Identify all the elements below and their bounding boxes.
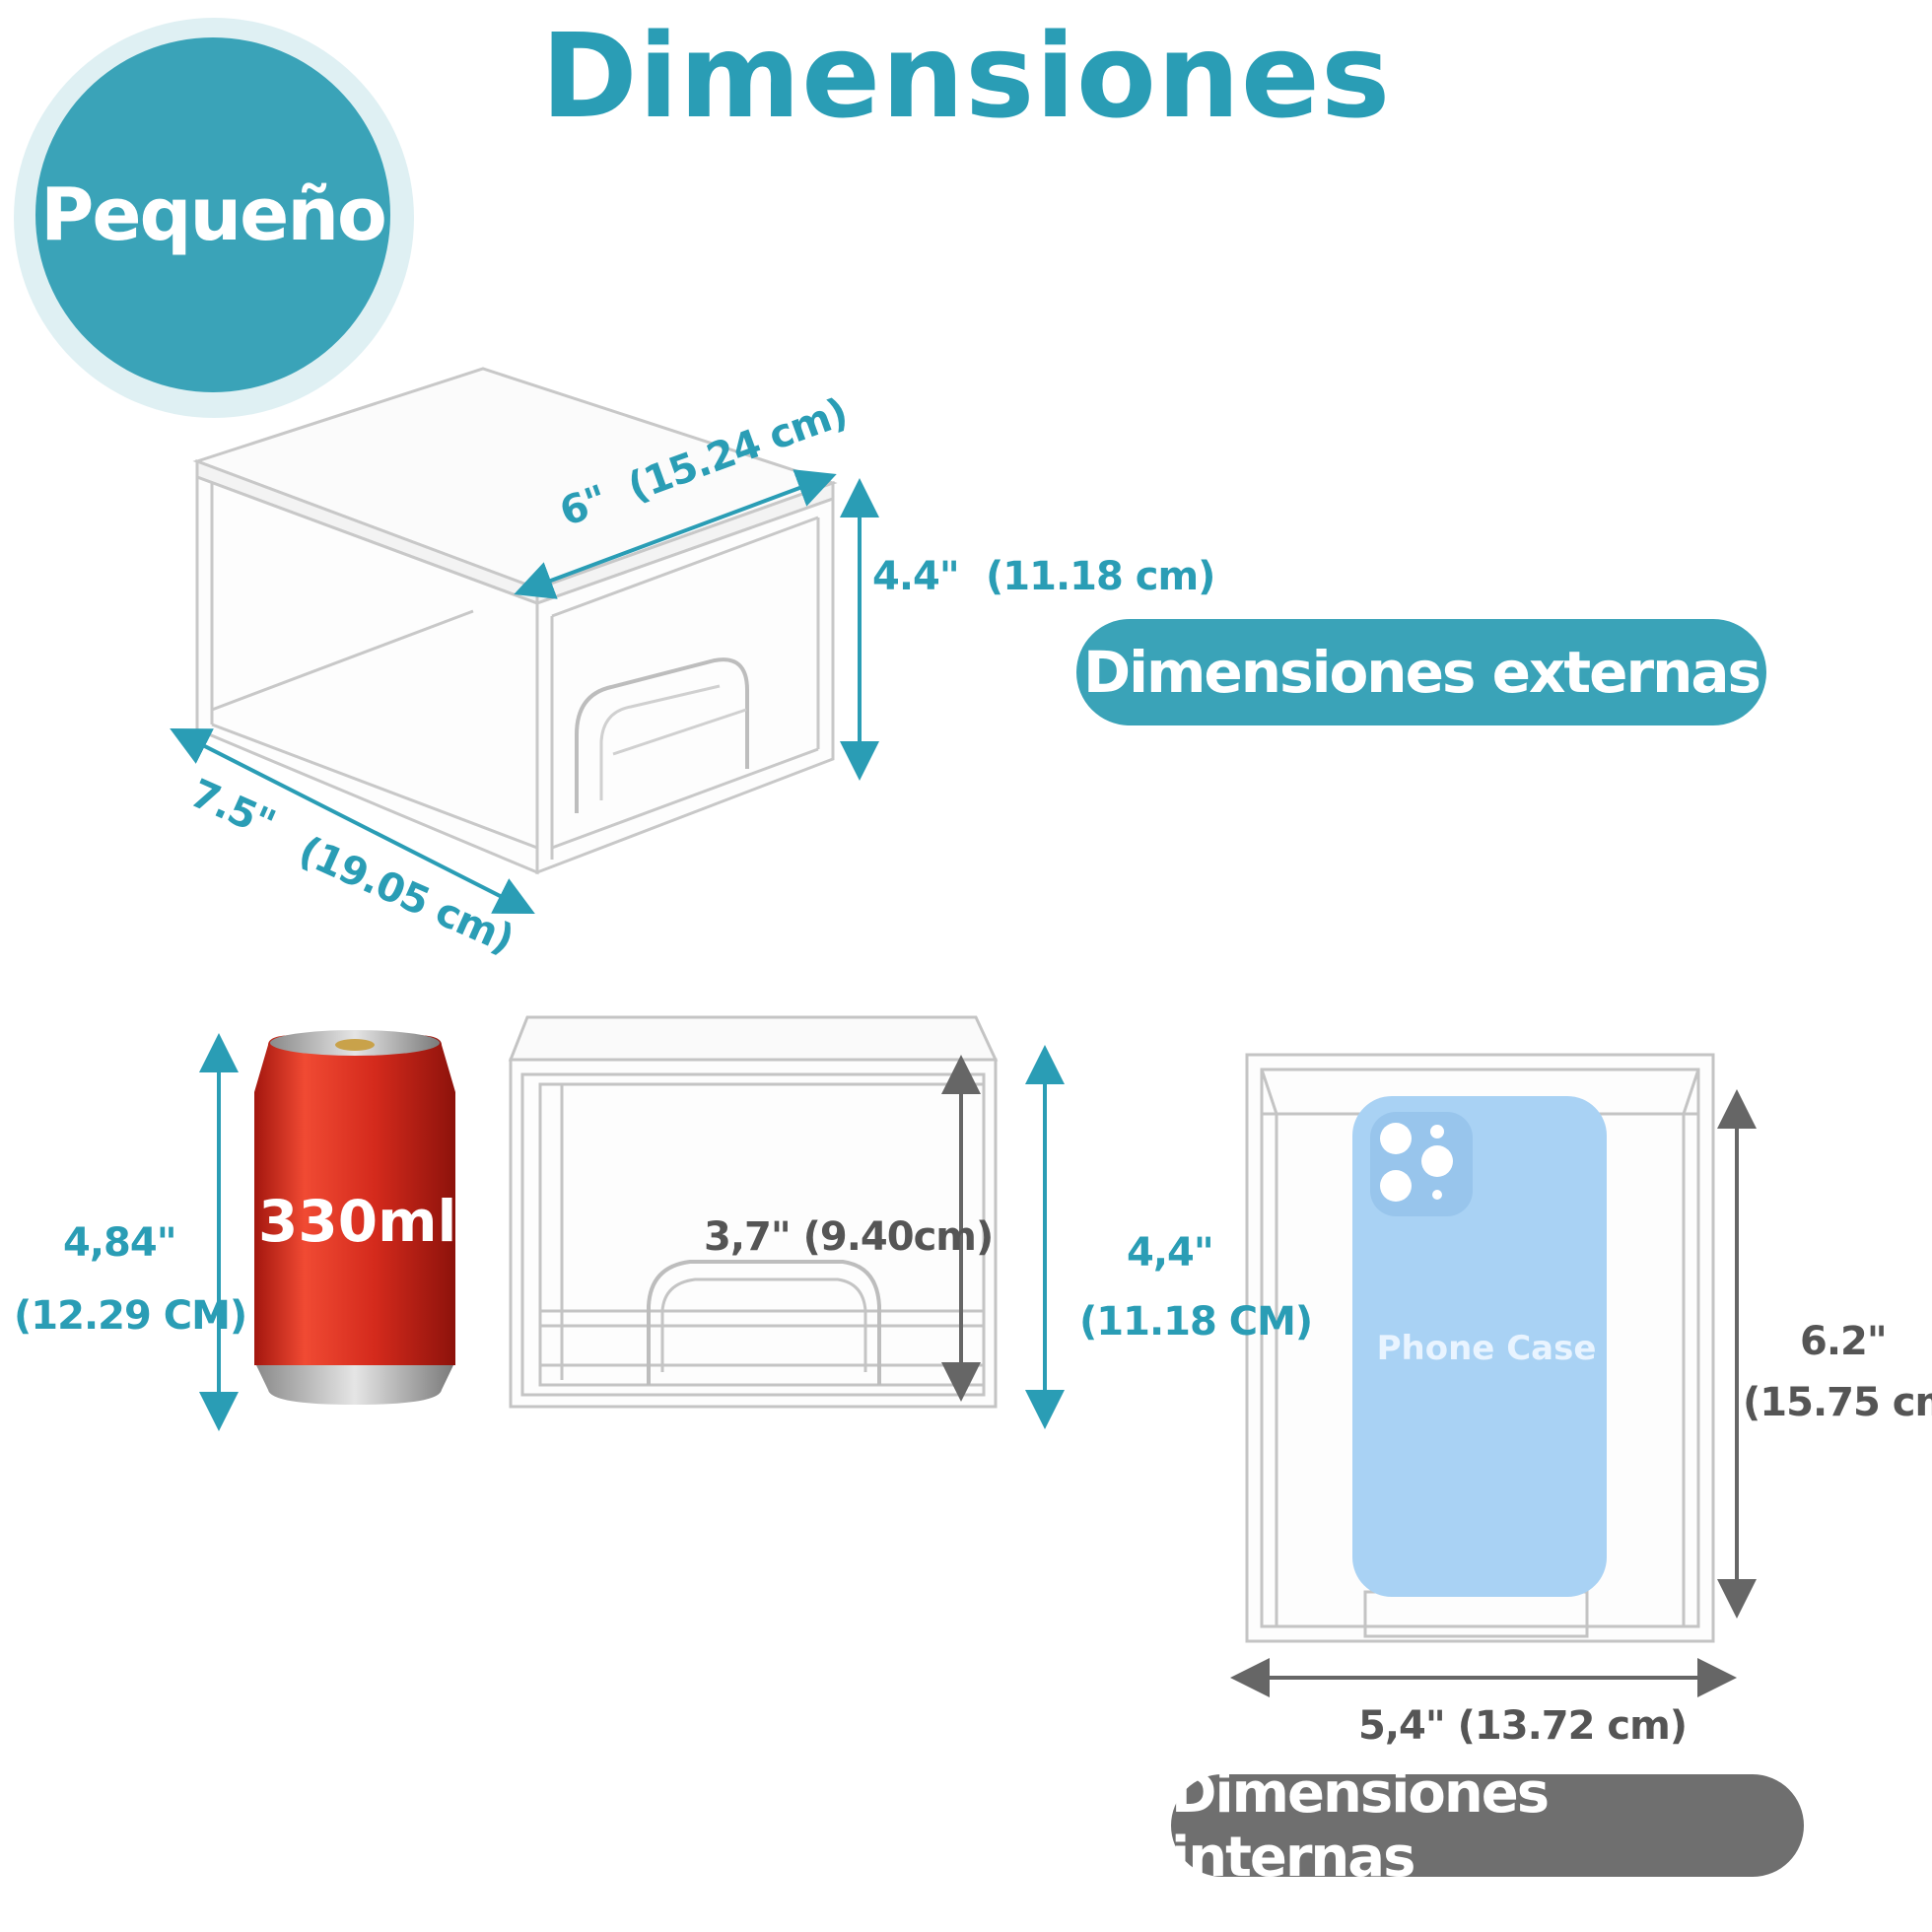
front-box-illustration — [508, 1015, 999, 1409]
soda-can-illustration — [254, 1030, 455, 1405]
width-arrow — [170, 727, 535, 915]
external-dimensions-pill: Dimensiones externas — [1076, 619, 1766, 725]
internal-height-inch: 6.2" — [1800, 1319, 1888, 1364]
can-volume-label: 330ml — [258, 1188, 457, 1255]
front-outer-height-inch: 4,4" — [1127, 1230, 1214, 1276]
internal-height-cm: (15.75 cm) — [1743, 1380, 1932, 1425]
size-badge-label: Pequeño — [35, 37, 390, 392]
phone-case-label: Phone Case — [1376, 1329, 1597, 1368]
external-height-cm: (11.18 cm) — [986, 554, 1215, 599]
can-height-cm: (12.29 CM) — [14, 1293, 247, 1339]
external-height-inch: 4.4" — [872, 554, 960, 599]
internal-width-label: 5,4" (13.72 cm) — [1358, 1703, 1688, 1749]
front-inner-height-label: 3,7" (9.40cm) — [704, 1214, 994, 1260]
internal-dimensions-pill: Dimensiones internas — [1171, 1761, 1804, 1890]
phone-case-illustration — [1352, 1096, 1607, 1597]
page-title: Dimensiones — [540, 8, 1392, 144]
depth-arrow — [514, 469, 837, 599]
front-outer-height-cm: (11.18 CM) — [1079, 1299, 1313, 1345]
can-height-inch: 4,84" — [63, 1220, 177, 1266]
